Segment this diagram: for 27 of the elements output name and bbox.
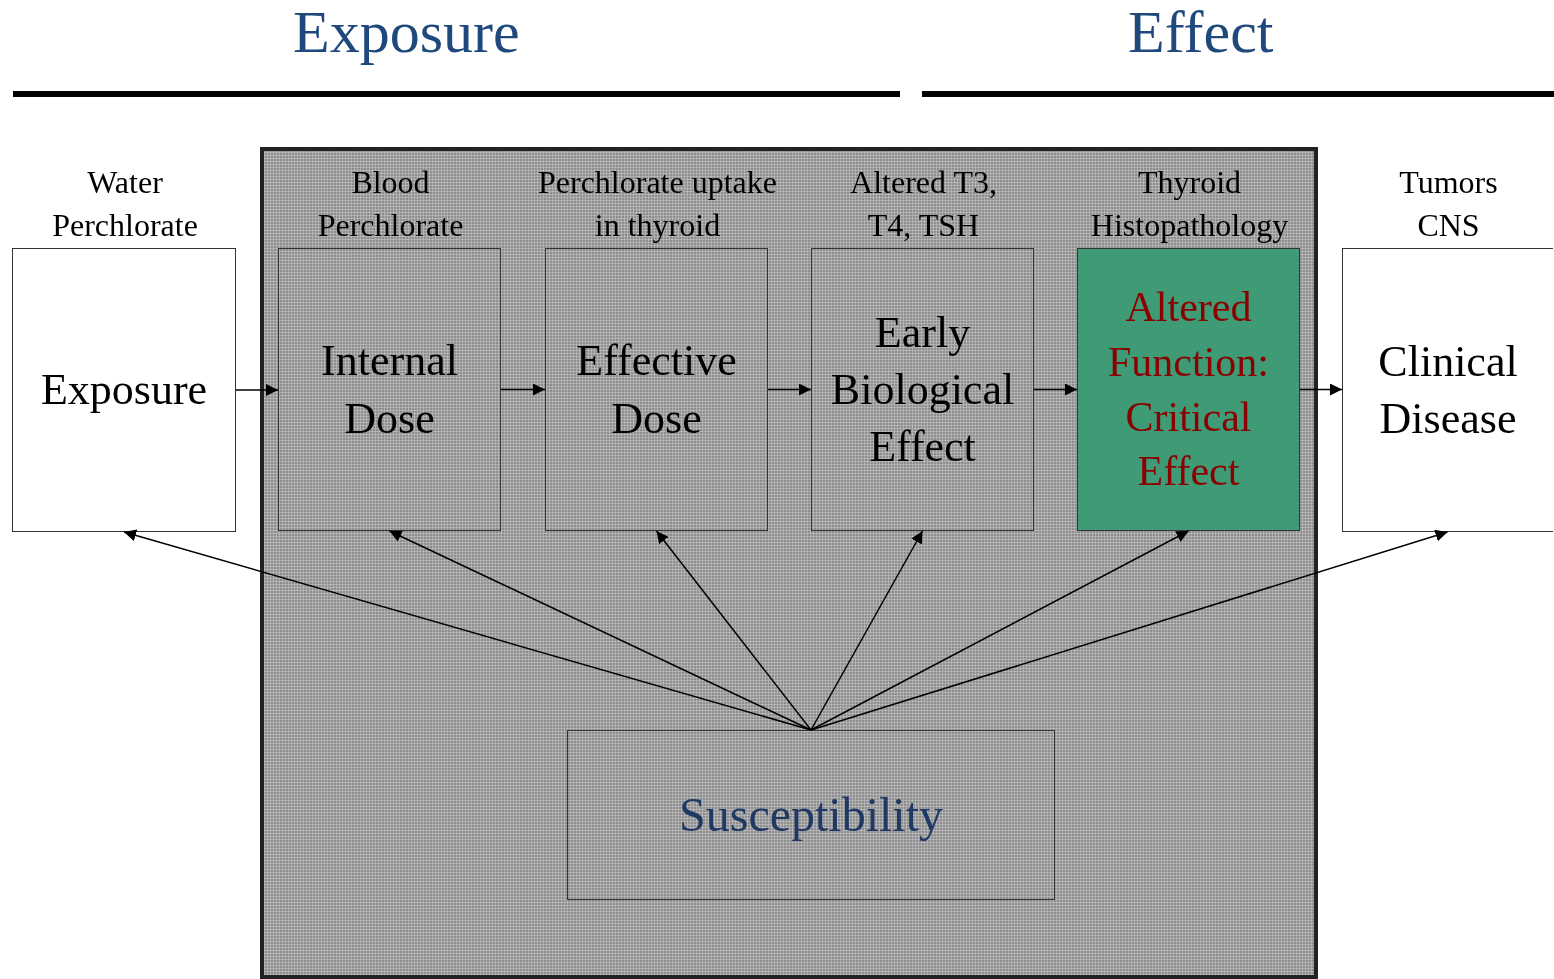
- stage-label: Early Biological Effect: [829, 306, 1016, 474]
- stage-label: Clinical Disease: [1377, 335, 1519, 445]
- susceptibility-box: [567, 730, 1055, 900]
- arrow: [1299, 383, 1343, 396]
- arrow: [810, 530, 924, 731]
- stage-heading: Perchlorate uptake in thyroid: [537, 162, 778, 245]
- stage-heading: Thyroid Histopathology: [1089, 162, 1290, 245]
- arrow: [1033, 383, 1078, 396]
- arrow: [655, 530, 812, 731]
- stage-heading: Tumors CNS: [1398, 162, 1499, 245]
- stage-label: Altered Function: Critical Effect: [1107, 283, 1270, 497]
- arrow: [810, 530, 1190, 731]
- arrow: [235, 384, 279, 396]
- arrow: [500, 383, 546, 396]
- arrow: [388, 530, 812, 731]
- arrow: [810, 529, 1449, 731]
- stage-heading: Altered T3, T4, TSH: [849, 162, 998, 245]
- stage-heading: Water Perchlorate: [51, 162, 199, 245]
- shaded-panel: [260, 147, 1318, 979]
- stage-heading: Blood Perchlorate: [316, 162, 465, 245]
- stage-label: Effective Dose: [575, 335, 738, 445]
- stage-label: Internal Dose: [320, 335, 459, 445]
- section-heading: Exposure: [293, 0, 520, 67]
- arrow: [767, 383, 812, 396]
- stage-label: Exposure: [39, 364, 209, 417]
- section-heading: Effect: [1128, 0, 1274, 67]
- stage-label: Susceptibility: [678, 786, 944, 843]
